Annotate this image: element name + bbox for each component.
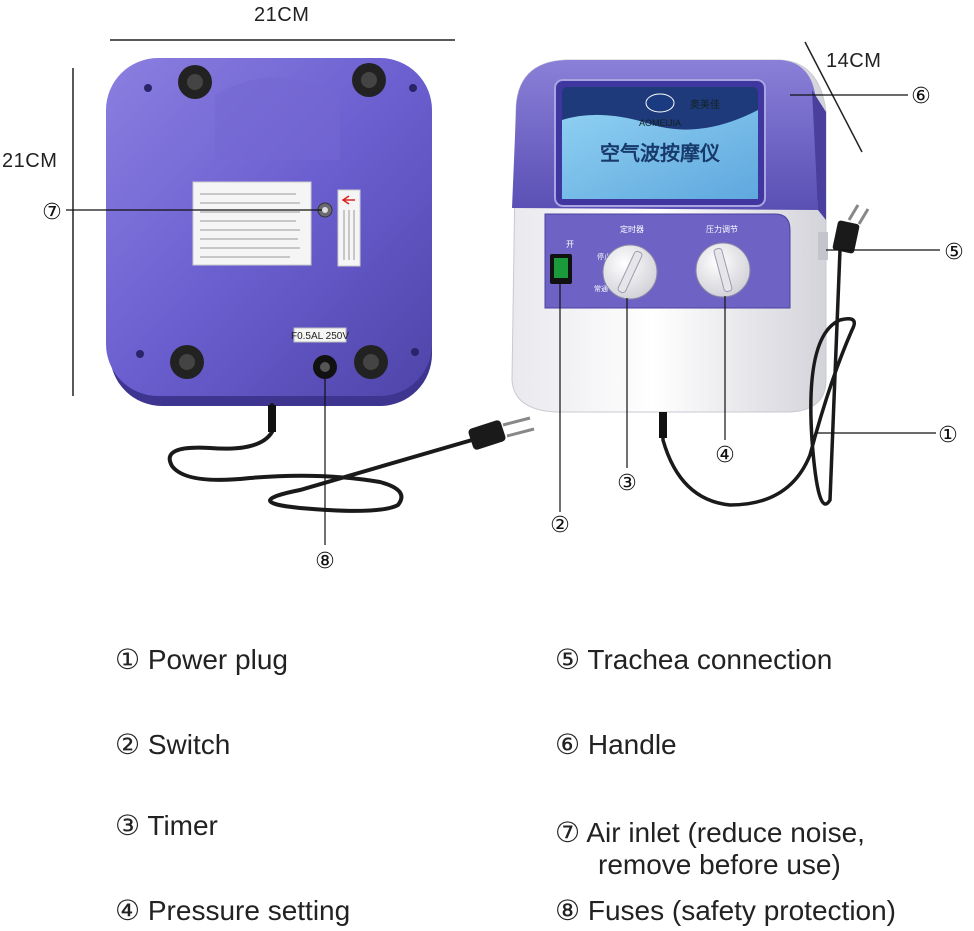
brand-logo: 奥美佳 AOMEIJIA: [639, 93, 720, 128]
callout-number-1: ①: [938, 423, 958, 448]
legend-handle: ⑥ Handle: [555, 729, 677, 760]
depth-dimension-label: 14CM: [826, 50, 882, 72]
rubber-foot: [178, 65, 212, 99]
timer-continuous-label: 常通: [594, 284, 608, 293]
legend-air-inlet-line1: ⑦ Air inlet (reduce noise,: [555, 817, 865, 848]
callout-number-4: ④: [715, 443, 735, 468]
depth-dimension-line: [804, 41, 863, 153]
timer-knob-label: 定时器: [620, 224, 644, 234]
timer-stop-label: 停止: [597, 252, 611, 261]
width-dimension-label: 21CM: [254, 4, 310, 26]
callout-number-6: ⑥: [911, 84, 931, 109]
power-cable: [167, 403, 474, 513]
rubber-foot: [170, 345, 204, 379]
rating-label: [192, 181, 312, 266]
callout-number-7: ⑦: [42, 200, 62, 225]
front-cable: [661, 249, 856, 507]
legend-switch: ② Switch: [115, 729, 231, 760]
legend-air-inlet-line2: remove before use): [598, 849, 841, 880]
legend-fuses: ⑧ Fuses (safety protection): [555, 895, 897, 926]
front-power-plug: [832, 204, 870, 254]
fuse-label-sticker: [293, 327, 347, 343]
device-diagram: F0.5AL 250V 奥美佳 AOMEIJIA 空气波按摩仪: [42, 39, 964, 574]
legend-pressure-setting: ④ Pressure setting: [115, 895, 351, 926]
fuse-rating-text: F0.5AL 250V: [291, 331, 349, 342]
legend-trachea-connection: ⑤ Trachea connection: [555, 644, 833, 675]
legend-power-plug: ① Power plug: [115, 644, 288, 675]
callout-number-8: ⑧: [315, 549, 335, 574]
power-plug: [468, 416, 535, 450]
control-panel: [545, 214, 790, 308]
pressure-knob-label: 压力调节: [706, 224, 738, 234]
legend-timer: ③ Timer: [115, 810, 218, 841]
rubber-foot: [352, 63, 386, 97]
device-front-view: 奥美佳 AOMEIJIA 空气波按摩仪 开 定时器 停止 常通 压力调节: [511, 59, 870, 507]
callout-number-5: ⑤: [944, 240, 964, 265]
device-bottom-view: F0.5AL 250V: [106, 58, 535, 513]
rubber-foot: [354, 345, 388, 379]
callout-number-3: ③: [617, 471, 637, 496]
callout-number-2: ②: [550, 513, 570, 538]
product-title-cn: 空气波按摩仪: [600, 141, 721, 165]
brand-name-cn: 奥美佳: [690, 98, 720, 111]
height-dimension-label: 21CM: [2, 150, 58, 172]
switch-label-cn: 开: [566, 240, 574, 249]
trachea-port: [818, 232, 828, 260]
brand-name-en: AOMEIJIA: [639, 118, 681, 128]
